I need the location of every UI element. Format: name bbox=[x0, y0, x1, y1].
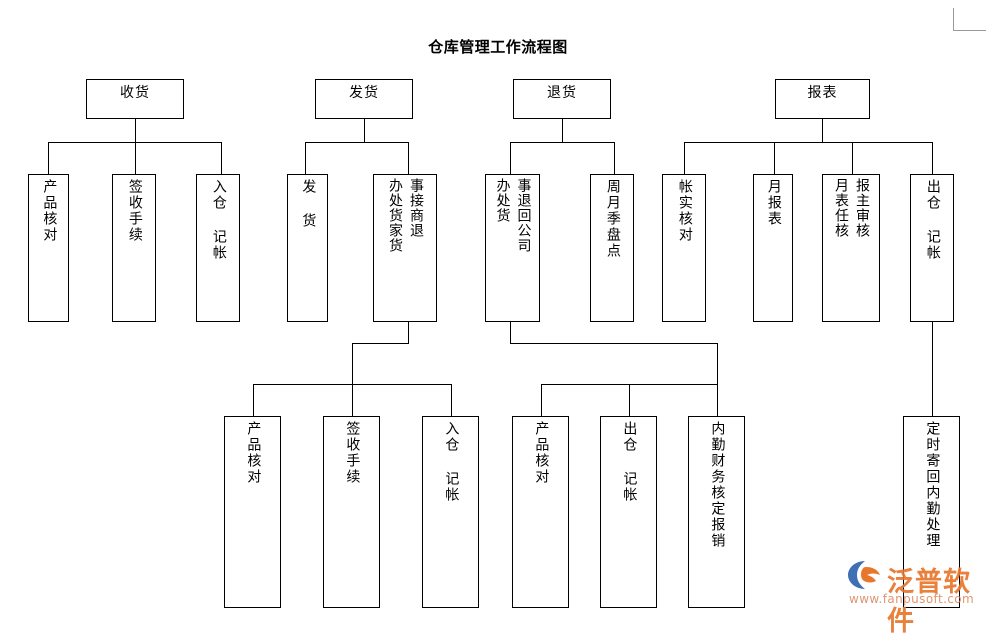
node-label: 定时寄回内勤处理 bbox=[924, 421, 941, 549]
node-baobiao4-1[interactable]: 定时寄回内勤处理 bbox=[903, 416, 960, 608]
node-shouhuo-2[interactable]: 签收手续 bbox=[112, 174, 156, 322]
node-baobiao-2[interactable]: 月报表 bbox=[753, 174, 793, 322]
connector bbox=[305, 142, 306, 174]
connector bbox=[932, 142, 933, 174]
connector bbox=[932, 322, 933, 416]
node-label: 签收手续 bbox=[126, 179, 143, 243]
node-fahuo2-3[interactable]: 入仓 记帐 bbox=[422, 416, 479, 608]
node-label: 内勤财务核定报销 bbox=[709, 421, 726, 549]
node-label: 产品核对 bbox=[41, 179, 58, 243]
node-fahuo-1[interactable]: 发 货 bbox=[287, 174, 328, 322]
node-label-col-left: 办处货 bbox=[494, 178, 511, 223]
connector bbox=[774, 142, 775, 174]
node-label-col-left: 办处货家货 bbox=[387, 178, 403, 253]
connector bbox=[822, 119, 823, 142]
connector bbox=[352, 384, 353, 416]
node-baobiao-1[interactable]: 帐实核对 bbox=[662, 174, 706, 322]
node-root-baobiao[interactable]: 报表 bbox=[775, 79, 870, 119]
node-label: 产品核对 bbox=[245, 421, 262, 485]
connector bbox=[408, 322, 409, 343]
node-fahuo2-1[interactable]: 产品核对 bbox=[224, 416, 281, 608]
node-label: 发 货 bbox=[300, 179, 317, 229]
connector bbox=[408, 142, 409, 174]
connector bbox=[614, 142, 615, 174]
connector bbox=[510, 322, 511, 343]
node-label: 签收手续 bbox=[344, 421, 361, 485]
node-label: 出仓 记帐 bbox=[924, 179, 941, 261]
connector bbox=[852, 142, 853, 174]
node-label-col-left: 月表任核 bbox=[833, 178, 849, 238]
node-label: 入仓 记帐 bbox=[443, 421, 460, 503]
node-label: 月报表 bbox=[765, 179, 782, 227]
connector bbox=[305, 142, 408, 143]
flowchart-canvas: 仓库管理工作流程图 收货 发货 退货 报表 产品核对 签收手续 入仓 记帐 bbox=[28, 8, 986, 637]
node-label-col-right: 事退回公司 bbox=[515, 178, 532, 253]
node-tuihuo-2[interactable]: 周月季盘点 bbox=[590, 174, 634, 322]
node-tuihuo1-1[interactable]: 产品核对 bbox=[512, 416, 569, 608]
node-label-col-right: 事接商退 bbox=[408, 178, 424, 238]
connector bbox=[541, 384, 542, 416]
node-root-fahuo[interactable]: 发货 bbox=[315, 79, 413, 119]
node-label: 产品核对 bbox=[533, 421, 550, 485]
node-label: 发货 bbox=[349, 85, 379, 101]
connector bbox=[253, 384, 254, 416]
node-label: 出仓 记帐 bbox=[621, 421, 638, 503]
connector bbox=[629, 384, 630, 416]
connector bbox=[352, 343, 409, 344]
page-corner-mark bbox=[953, 8, 986, 31]
node-root-tuihuo[interactable]: 退货 bbox=[513, 79, 611, 119]
connector bbox=[684, 142, 932, 143]
node-baobiao-4[interactable]: 出仓 记帐 bbox=[910, 174, 954, 322]
node-tuihuo-1[interactable]: 事退回公司 办处货 bbox=[485, 174, 540, 322]
node-shouhuo-3[interactable]: 入仓 记帐 bbox=[196, 174, 240, 322]
node-label: 入仓 记帐 bbox=[210, 179, 227, 261]
node-fahuo-2[interactable]: 事接商退 办处货家货 bbox=[373, 174, 437, 322]
fanpu-logo-icon bbox=[848, 561, 880, 589]
node-tuihuo1-2[interactable]: 出仓 记帐 bbox=[600, 416, 657, 608]
node-label: 退货 bbox=[547, 85, 577, 101]
node-baobiao-3[interactable]: 报主审核 月表任核 bbox=[822, 174, 880, 322]
node-label: 帐实核对 bbox=[676, 179, 693, 243]
node-tuihuo1-3[interactable]: 内勤财务核定报销 bbox=[688, 416, 745, 608]
connector bbox=[135, 119, 136, 142]
connector bbox=[48, 142, 49, 174]
node-label-col-right: 报主审核 bbox=[854, 178, 870, 238]
connector bbox=[352, 343, 353, 384]
node-fahuo2-2[interactable]: 签收手续 bbox=[323, 416, 380, 608]
connector bbox=[510, 142, 614, 143]
page-title: 仓库管理工作流程图 bbox=[428, 38, 568, 56]
connector bbox=[562, 119, 563, 142]
connector bbox=[451, 384, 452, 416]
connector bbox=[135, 142, 136, 174]
node-label: 周月季盘点 bbox=[604, 179, 621, 259]
connector bbox=[684, 142, 685, 174]
node-root-shouhuo[interactable]: 收货 bbox=[86, 79, 184, 119]
connector bbox=[717, 384, 718, 416]
node-shouhuo-1[interactable]: 产品核对 bbox=[28, 174, 69, 322]
connector bbox=[717, 343, 718, 384]
connector bbox=[364, 119, 365, 142]
node-label: 收货 bbox=[120, 85, 150, 101]
node-label: 报表 bbox=[807, 85, 838, 101]
connector bbox=[510, 343, 717, 344]
connector bbox=[510, 142, 511, 174]
connector bbox=[221, 142, 222, 174]
